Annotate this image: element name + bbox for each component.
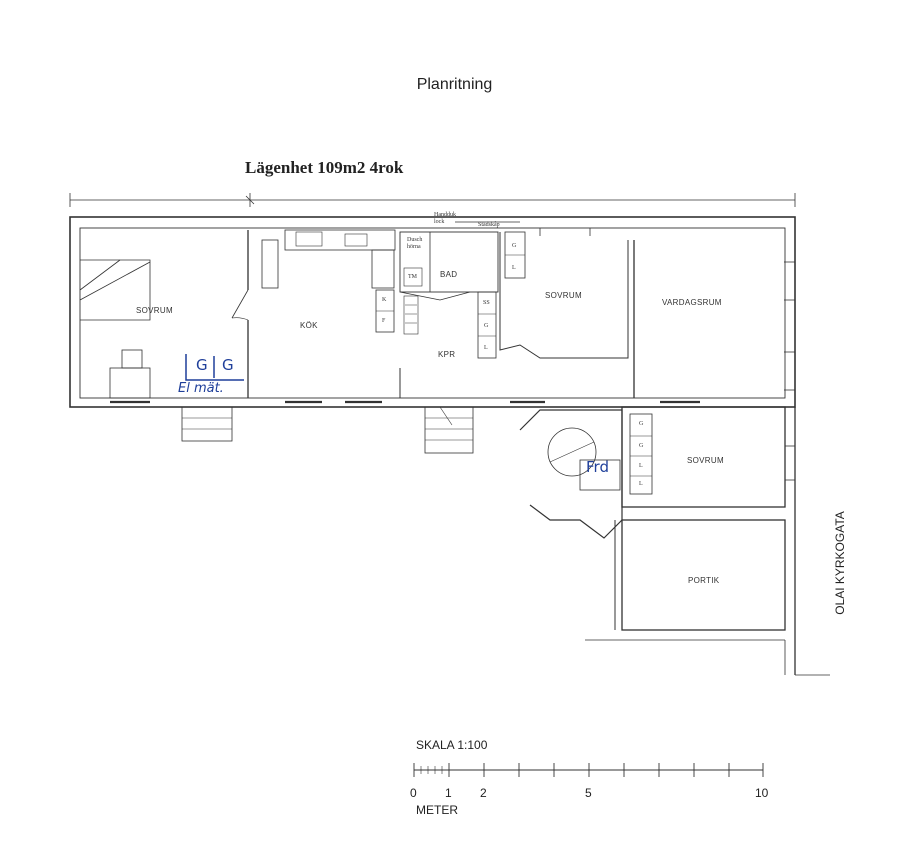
fixture-label-dusch: Dusch hörna bbox=[407, 237, 423, 250]
fixture-label-ss: SS bbox=[483, 300, 490, 306]
fixture-label-k: K bbox=[382, 297, 387, 303]
street-label: OLAI KYRKOGATA bbox=[833, 511, 847, 615]
scale-unit: METER bbox=[416, 803, 458, 817]
handwritten-g1: G bbox=[196, 356, 208, 374]
handwritten-el-mat: El mät. bbox=[178, 381, 224, 396]
fixture-label-l-right2: L bbox=[639, 481, 643, 487]
scale-label: SKALA 1:100 bbox=[416, 738, 488, 752]
room-label-sovrum-right: SOVRUM bbox=[687, 456, 724, 465]
fixture-label-l-right1: L bbox=[639, 463, 643, 469]
fixture-label-stadskap: Städskåp bbox=[478, 222, 500, 228]
apartment-subtitle: Lägenhet 109m2 4rok bbox=[245, 158, 404, 177]
room-label-bad: BAD bbox=[440, 270, 458, 279]
scale-tick-5: 5 bbox=[585, 786, 592, 800]
room-label-kok: KÖK bbox=[300, 321, 318, 330]
room-label-kpr: KPR bbox=[438, 350, 456, 359]
room-label-vardagsrum: VARDAGSRUM bbox=[662, 298, 722, 307]
fixture-label-g-hall: G bbox=[484, 323, 489, 329]
fixture-label-handduk: Handduk lock bbox=[434, 212, 456, 225]
room-label-sovrum-left: SOVRUM bbox=[136, 306, 173, 315]
scale-tick-1: 1 bbox=[445, 786, 452, 800]
fixture-label-l-hall: L bbox=[484, 345, 488, 351]
scale-tick-0: 0 bbox=[410, 786, 417, 800]
room-label-portik: PORTIK bbox=[688, 576, 720, 585]
fixture-label-g-right2: G bbox=[639, 443, 644, 449]
fixture-label-f: F bbox=[382, 318, 386, 324]
handwritten-frd: Frd bbox=[586, 458, 609, 476]
fixture-label-tm: TM bbox=[408, 274, 417, 280]
scale-tick-10: 10 bbox=[755, 786, 769, 800]
scale-tick-2: 2 bbox=[480, 786, 487, 800]
fixture-label-g-bath: G bbox=[512, 243, 517, 249]
room-label-sovrum-mid: SOVRUM bbox=[545, 291, 582, 300]
page-title: Planritning bbox=[416, 76, 493, 93]
handwritten-g2: G bbox=[222, 356, 234, 374]
fixture-label-l-bath: L bbox=[512, 265, 516, 271]
fixture-label-g-right1: G bbox=[639, 421, 644, 427]
